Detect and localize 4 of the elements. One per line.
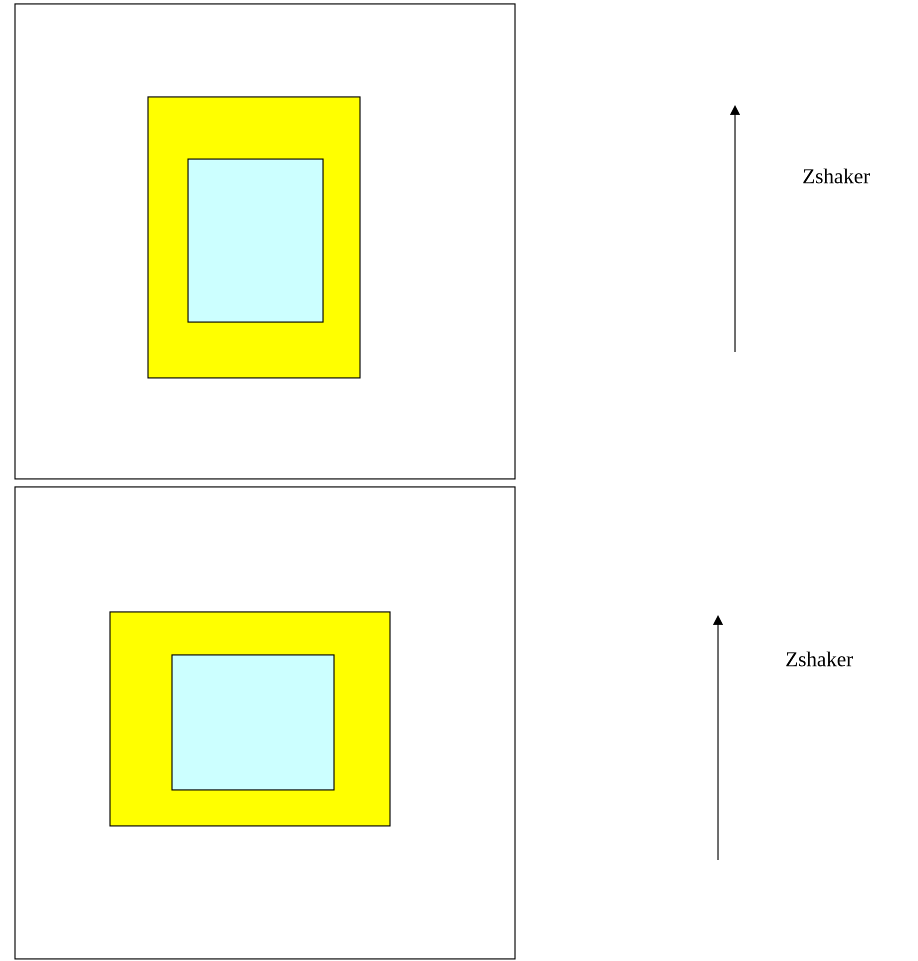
axis-label: Zshaker [803, 168, 870, 184]
rectangle-box [187, 158, 324, 323]
axis-label: Zshaker [786, 652, 854, 666]
rectangle-box [171, 654, 335, 791]
